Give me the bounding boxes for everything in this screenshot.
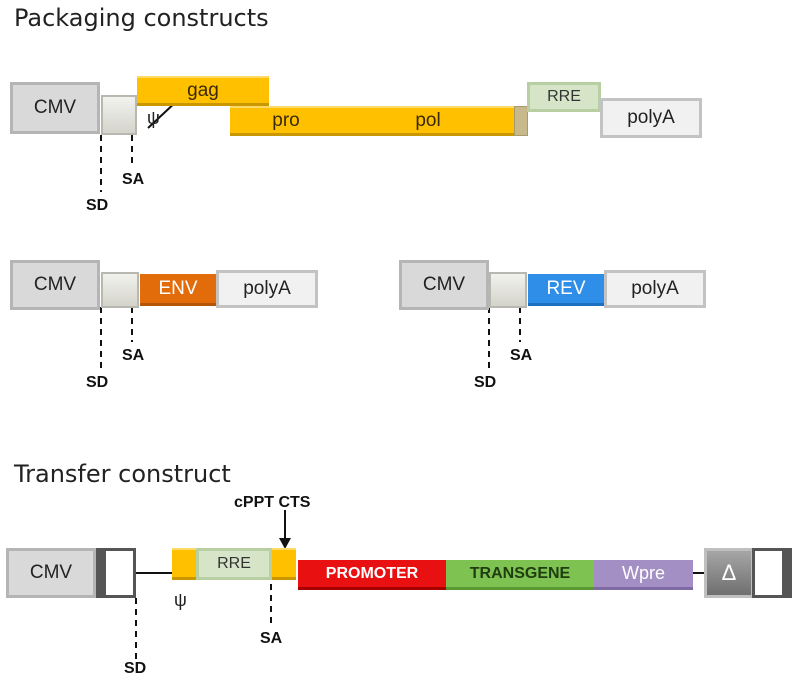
rev-polya-box: polyA — [604, 270, 706, 308]
rev-box: REV — [528, 274, 604, 306]
packaging-psi-symbol: ψ — [147, 108, 160, 128]
transfer-psi-symbol: ψ — [174, 590, 187, 610]
packaging-sd-label: SD — [86, 197, 109, 214]
transfer-construct-heading: Transfer construct — [14, 460, 231, 488]
rev-sa-label: SA — [510, 347, 533, 364]
packaging-rre-box: RRE — [527, 82, 601, 112]
env-sd-region — [101, 272, 139, 308]
wpre-box: Wpre — [594, 560, 693, 590]
env-cmv-box: CMV — [10, 260, 100, 310]
packaging-constructs-heading: Packaging constructs — [14, 4, 269, 32]
transfer-cppt-region — [272, 548, 296, 580]
rev-sd-label: SD — [474, 374, 497, 391]
pro-box: pro — [230, 106, 342, 136]
rev-sd-region — [489, 272, 527, 308]
transfer-5ltr-box — [96, 548, 136, 598]
transfer-sa-label: SA — [260, 630, 283, 647]
transfer-psi-region — [172, 548, 196, 580]
packaging-polya-box: polyA — [600, 98, 702, 138]
cppt-arrow-head — [279, 538, 291, 549]
transfer-3ltr-end — [752, 548, 792, 598]
env-box: ENV — [140, 274, 216, 306]
env-polya-box: polyA — [216, 270, 318, 308]
rev-cmv-box: CMV — [399, 260, 489, 310]
cppt-cts-label: cPPT CTS — [234, 494, 311, 511]
gag-box: gag — [137, 76, 269, 106]
pol-box: pol — [342, 106, 514, 136]
promoter-box: PROMOTER — [298, 560, 446, 590]
transgene-box: TRANSGENE — [446, 560, 594, 590]
transfer-rre-box: RRE — [196, 548, 272, 580]
packaging-sa-label: SA — [122, 171, 145, 188]
transfer-sd-label: SD — [124, 660, 147, 677]
pol-end-cap — [514, 106, 528, 136]
delta-ltr-box: Δ — [704, 548, 754, 598]
env-sd-label: SD — [86, 374, 109, 391]
packaging-cmv-box: CMV — [10, 82, 100, 134]
env-sa-label: SA — [122, 347, 145, 364]
transfer-cmv-box: CMV — [6, 548, 96, 598]
packaging-sd-region — [101, 95, 137, 135]
